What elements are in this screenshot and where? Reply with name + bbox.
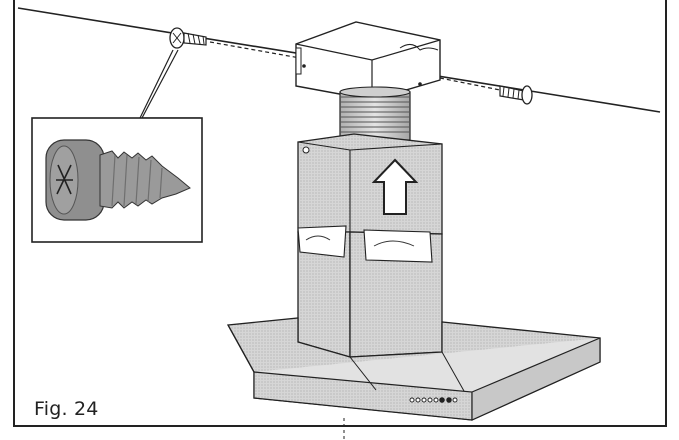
zoomed-screw-icon xyxy=(45,139,191,221)
lower-chimney xyxy=(297,231,443,358)
upper-chimney xyxy=(297,133,443,235)
left-screw-icon xyxy=(169,27,207,49)
exhaust-duct xyxy=(339,86,411,141)
up-arrow-icon xyxy=(371,158,419,215)
figure-label: Fig. 24 xyxy=(34,398,99,420)
control-panel-buttons xyxy=(409,397,458,403)
screw-path-right xyxy=(439,77,506,92)
right-screw-icon xyxy=(499,85,533,105)
tape-strip-right xyxy=(363,229,433,263)
hood-canopy xyxy=(226,317,601,421)
mounting-bracket xyxy=(295,21,441,101)
screw-path-left xyxy=(209,41,301,59)
tape-strip-left xyxy=(297,225,347,258)
screw-detail-callout xyxy=(31,49,203,243)
